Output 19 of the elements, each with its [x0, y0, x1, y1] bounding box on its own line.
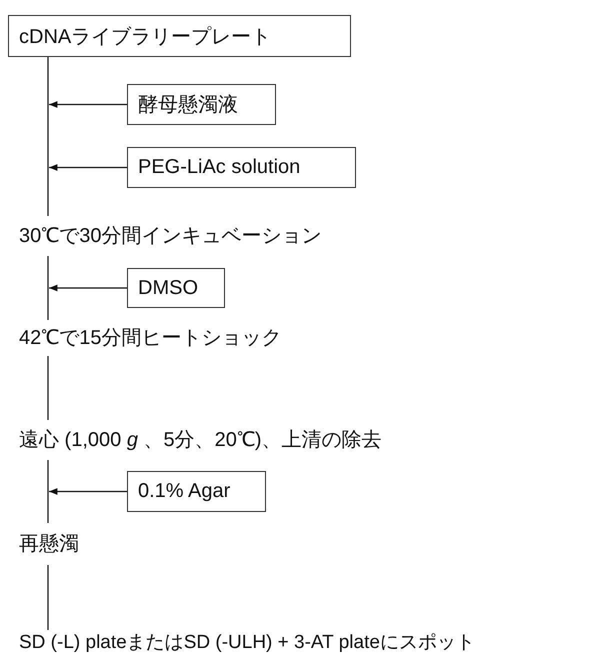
step-text: SD (-L) plateまたはSD (-ULH) + 3-AT plateにスポット — [19, 630, 593, 656]
connector-line — [47, 460, 49, 523]
arrow — [49, 164, 127, 171]
arrow — [49, 488, 127, 495]
arrow — [49, 284, 127, 292]
connector-line — [47, 565, 49, 630]
reagent-box: 0.1% Agar — [127, 471, 266, 512]
step-text: 30℃で30分間インキュベーション — [19, 216, 399, 256]
step-text: 再懸濁 — [19, 523, 109, 565]
reagent-box: 酵母懸濁液 — [127, 84, 276, 125]
step-text: 42℃で15分間ヒートショック — [19, 320, 319, 356]
reagent-box: PEG-LiAc solution — [127, 147, 356, 188]
step-text: 遠心 (1,000 g 、5分、20℃)、上清の除去 — [19, 420, 469, 460]
start-box: cDNAライブラリープレート — [8, 15, 351, 57]
reagent-box: DMSO — [127, 268, 225, 308]
connector-line — [47, 256, 49, 320]
connector-line — [47, 57, 49, 216]
connector-line — [47, 356, 49, 420]
arrow — [49, 101, 127, 108]
